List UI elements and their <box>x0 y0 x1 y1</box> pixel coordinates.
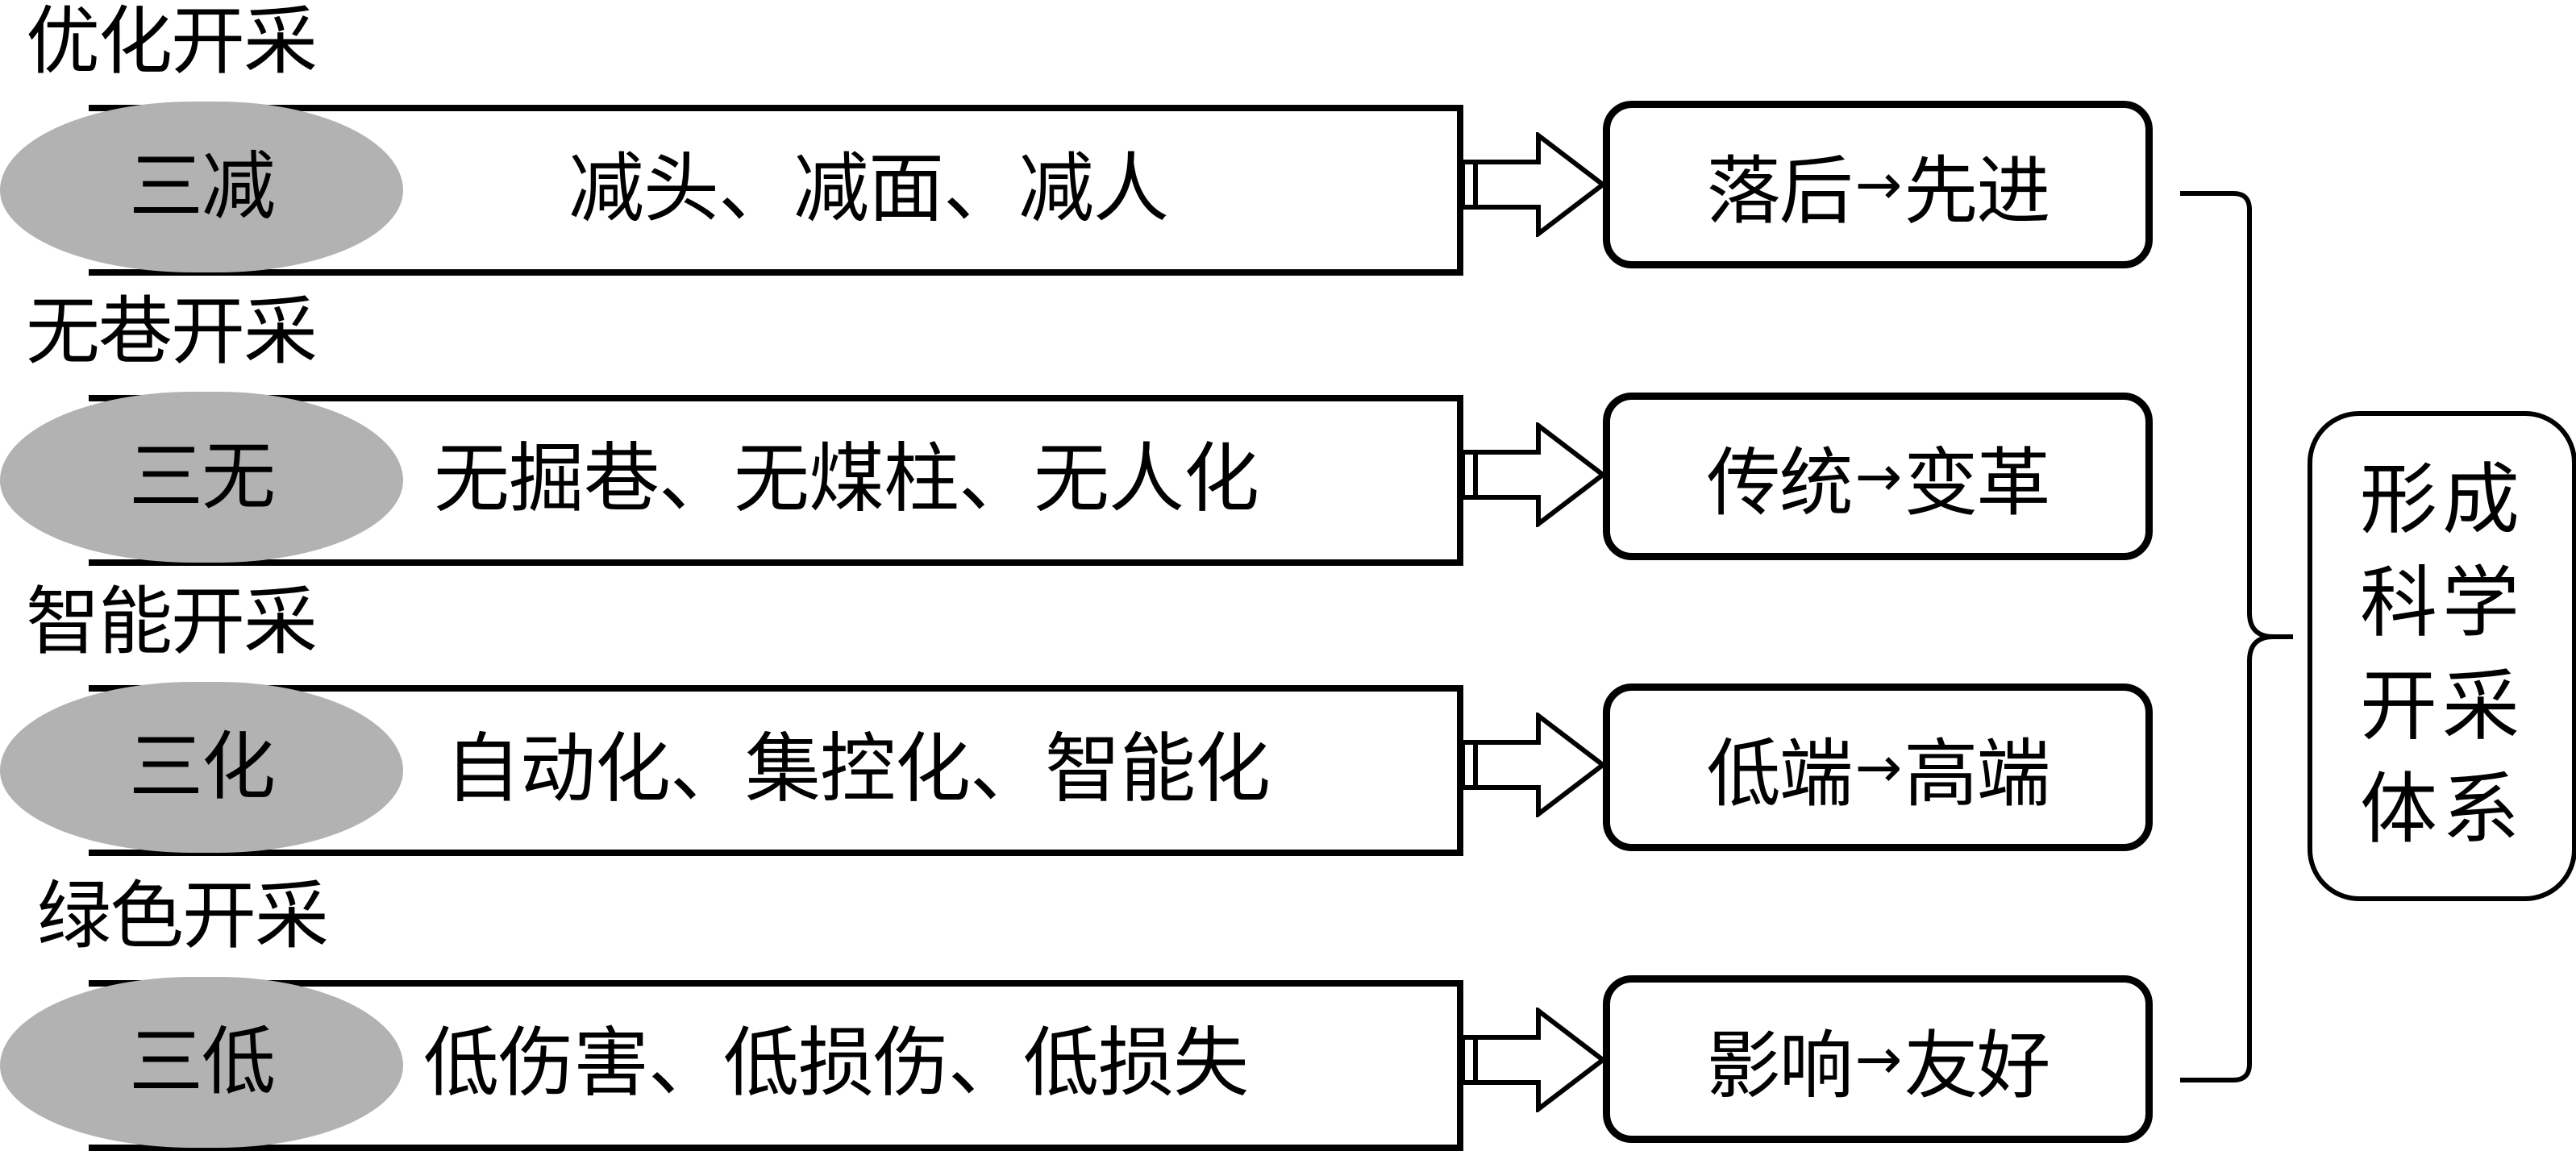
result-to: 友好 <box>1904 1022 2050 1109</box>
row-items-text: 自动化、集控化、智能化 <box>445 725 1271 813</box>
result-to: 先进 <box>1904 148 2050 235</box>
category-short-label: 三化 <box>128 724 276 810</box>
result-box: 落后 → 先进 <box>1603 101 2153 268</box>
result-from: 影响 <box>1706 1022 1854 1109</box>
category-label: 优化开采 <box>26 0 318 85</box>
conclusion-line: 开采 <box>2360 661 2524 751</box>
right-arrow-icon: → <box>1854 734 1903 800</box>
category-ellipse <box>0 977 403 1148</box>
category-ellipse <box>0 102 403 272</box>
right-arrow-icon: → <box>1854 1026 1903 1092</box>
row-items-text: 减头、减面、减人 <box>568 145 1169 233</box>
category-short-label: 三低 <box>128 1019 276 1105</box>
right-arrow-icon: → <box>1854 152 1903 218</box>
category-ellipse <box>0 682 403 853</box>
result-box: 低端 → 高端 <box>1603 684 2153 851</box>
conclusion-line: 体系 <box>2360 764 2524 854</box>
block-arrow-icon <box>1461 422 1606 527</box>
conclusion-box: 形成 科学 开采 体系 <box>2308 411 2576 901</box>
conclusion-line: 科学 <box>2360 558 2524 648</box>
result-to: 高端 <box>1904 730 2050 817</box>
right-brace <box>2180 191 2293 1082</box>
block-arrow-icon <box>1461 1008 1606 1112</box>
category-short-label: 三减 <box>128 143 276 230</box>
category-ellipse <box>0 392 403 563</box>
result-from: 低端 <box>1706 730 1854 817</box>
category-label: 无巷开采 <box>26 289 318 375</box>
right-arrow-icon: → <box>1854 443 1903 509</box>
block-arrow-icon <box>1461 132 1606 237</box>
result-to: 变革 <box>1904 439 2050 526</box>
result-from: 落后 <box>1706 148 1854 235</box>
category-short-label: 三无 <box>128 434 276 520</box>
row-items-text: 低伤害、低损伤、低损失 <box>423 1020 1249 1107</box>
category-label: 绿色开采 <box>37 873 329 959</box>
result-from: 传统 <box>1706 439 1854 526</box>
result-box: 影响 → 友好 <box>1603 975 2153 1143</box>
result-box: 传统 → 变革 <box>1603 393 2153 560</box>
category-label: 智能开采 <box>26 579 318 665</box>
row-items-text: 无掘巷、无煤柱、无人化 <box>434 435 1259 523</box>
block-arrow-icon <box>1461 713 1606 817</box>
conclusion-line: 形成 <box>2360 455 2524 545</box>
